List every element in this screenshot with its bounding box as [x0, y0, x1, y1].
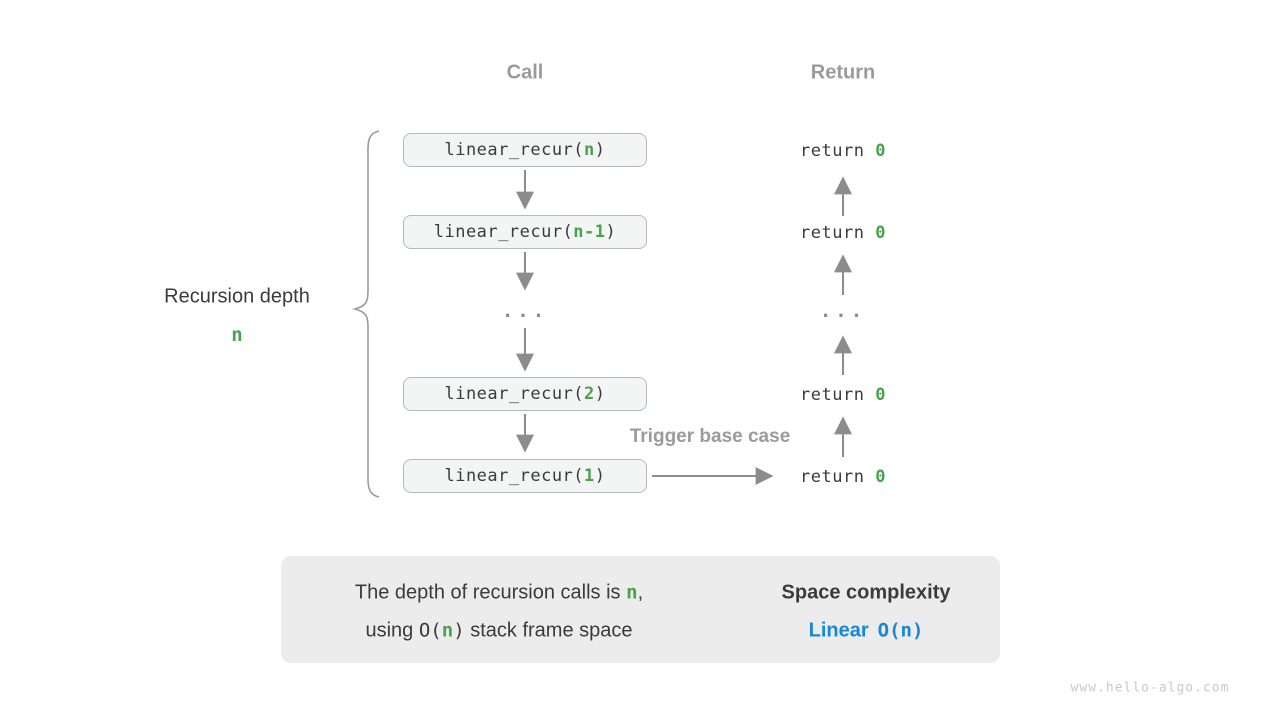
watermark: www.hello-algo.com [1070, 680, 1230, 696]
call-box-n-1: linear_recur(n-1) [403, 215, 647, 249]
recursion-depth-label: Recursion depth [164, 285, 310, 308]
return-row-1: return 0 [800, 141, 886, 161]
summary-box [281, 556, 1000, 663]
recursion-depth-brace [351, 130, 380, 498]
recursion-depth-value: n [231, 324, 243, 346]
summary-line-1: The depth of recursion calls is n, [354, 581, 644, 604]
call-box-n: linear_recur(n) [403, 133, 647, 167]
summary-line-2: using O(n) stack frame space [365, 619, 633, 642]
call-box-2-text: linear_recur(2) [444, 384, 606, 404]
return-row-3: return 0 [800, 385, 886, 405]
call-box-1-text: linear_recur(1) [444, 466, 606, 486]
call-box-2: linear_recur(2) [403, 377, 647, 411]
space-complexity-title: Space complexity [781, 581, 951, 604]
trigger-base-case-label: Trigger base case [629, 426, 791, 447]
call-box-n-1-text: linear_recur(n-1) [433, 222, 617, 242]
return-column-header: Return [810, 61, 876, 84]
return-column-ellipsis: ... [819, 300, 867, 322]
return-row-2: return 0 [800, 223, 886, 243]
call-box-1: linear_recur(1) [403, 459, 647, 493]
call-column-ellipsis: ... [501, 300, 549, 322]
call-column-header: Call [506, 61, 544, 84]
call-box-n-text: linear_recur(n) [444, 140, 606, 160]
return-row-4: return 0 [800, 467, 886, 487]
